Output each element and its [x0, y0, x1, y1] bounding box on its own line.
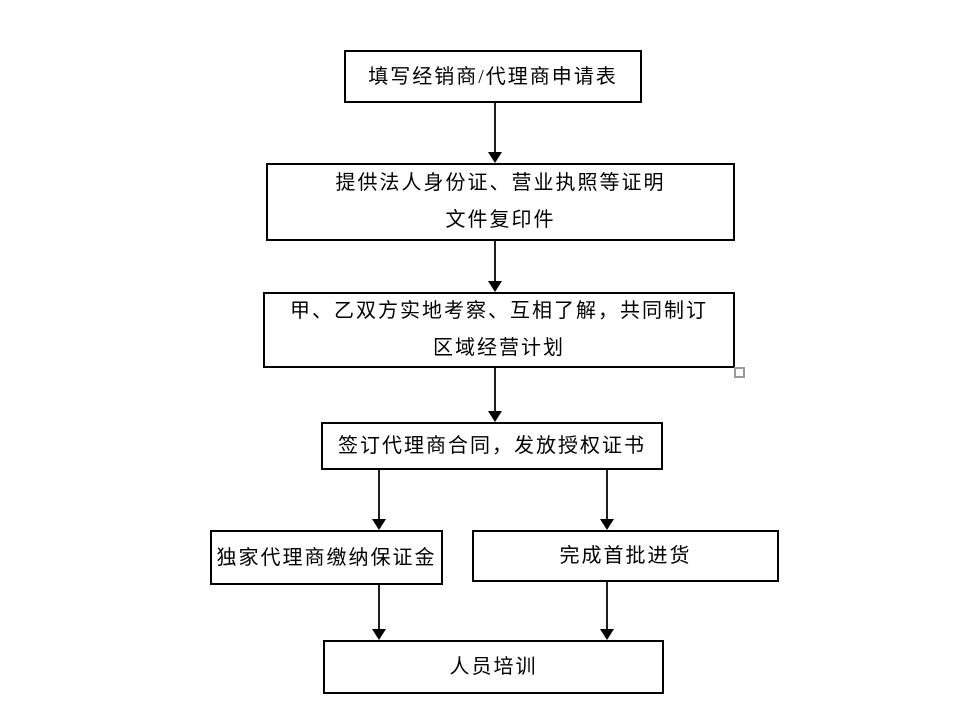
- flow-node-inspection-label-line1: 甲、乙双方实地考察、互相了解，共同制订: [290, 300, 708, 322]
- flow-node-training-label: 人员培训: [449, 656, 538, 678]
- connector-shaft: [606, 470, 608, 520]
- flow-node-apply-form[interactable]: 填写经销商/代理商申请表: [344, 50, 642, 103]
- connector-arrow-first-order-to-training[interactable]: [599, 582, 615, 640]
- connector-shaft: [494, 368, 496, 412]
- flow-node-training[interactable]: 人员培训: [323, 640, 664, 694]
- resize-handle[interactable]: [734, 367, 745, 378]
- flow-node-apply-form-label: 填写经销商/代理商申请表: [368, 65, 618, 88]
- connector-arrow-apply-to-documents[interactable]: [487, 103, 503, 163]
- flow-node-deposit[interactable]: 独家代理商缴纳保证金: [210, 530, 443, 585]
- flow-node-contract-label: 签订代理商合同，发放授权证书: [338, 435, 646, 457]
- connector-shaft: [606, 582, 608, 630]
- connector-arrow-contract-to-first-order[interactable]: [599, 470, 615, 530]
- connector-arrow-inspection-to-contract[interactable]: [487, 368, 503, 422]
- connector-arrow-contract-to-deposit[interactable]: [371, 470, 387, 530]
- arrowhead-down-icon: [600, 629, 614, 640]
- connector-shaft: [378, 470, 380, 520]
- flow-node-documents-label-line1: 提供法人身份证、营业执照等证明: [335, 172, 666, 194]
- connector-shaft: [494, 241, 496, 282]
- flow-node-documents[interactable]: 提供法人身份证、营业执照等证明 文件复印件: [266, 163, 735, 241]
- flow-node-first-order[interactable]: 完成首批进货: [472, 530, 779, 582]
- flow-node-documents-label-line2: 文件复印件: [445, 209, 556, 231]
- arrowhead-down-icon: [488, 281, 502, 292]
- arrowhead-down-icon: [488, 411, 502, 422]
- arrowhead-down-icon: [372, 629, 386, 640]
- arrowhead-down-icon: [488, 152, 502, 163]
- flow-node-deposit-label: 独家代理商缴纳保证金: [216, 546, 437, 569]
- flow-node-contract[interactable]: 签订代理商合同，发放授权证书: [321, 422, 663, 470]
- flow-node-first-order-label: 完成首批进货: [559, 545, 692, 567]
- connector-arrow-deposit-to-training[interactable]: [371, 585, 387, 640]
- connector-arrow-documents-to-inspection[interactable]: [487, 241, 503, 292]
- connector-shaft: [378, 585, 380, 630]
- flow-node-inspection[interactable]: 甲、乙双方实地考察、互相了解，共同制订 区域经营计划: [263, 292, 735, 368]
- connector-shaft: [494, 103, 496, 153]
- arrowhead-down-icon: [600, 519, 614, 530]
- arrowhead-down-icon: [372, 519, 386, 530]
- flow-node-inspection-label-line2: 区域经营计划: [433, 337, 565, 359]
